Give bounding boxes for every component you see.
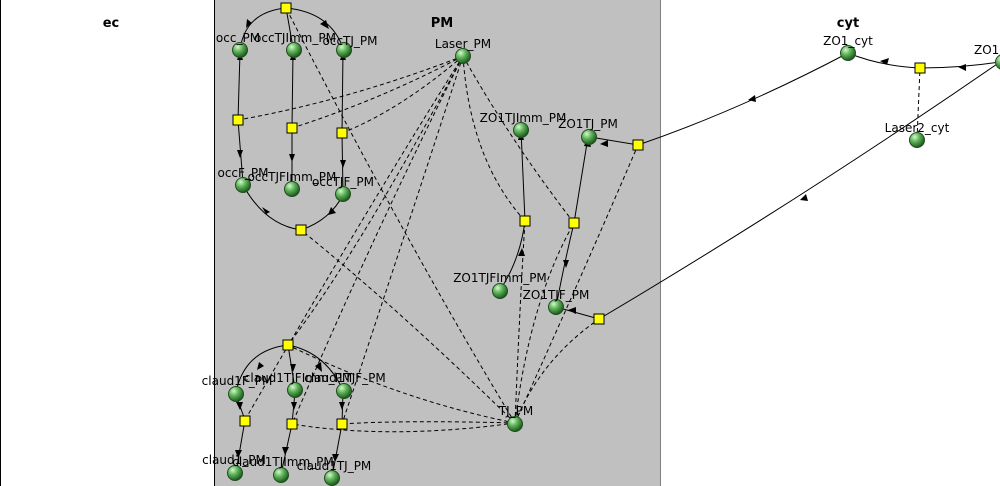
label-Laser_PM: Laser_PM [435, 37, 491, 51]
label-ZO1TJF_PM: ZO1TJF_PM [523, 288, 590, 302]
compartment-cyt[interactable] [660, 0, 1000, 486]
label-TJ_PM: TJ_PM [498, 404, 533, 418]
junction-claud-left[interactable] [239, 415, 251, 427]
species-occTJFImm_PM[interactable] [284, 181, 300, 197]
species-claud1_PM[interactable] [227, 465, 243, 481]
species-claud1TJF_PM[interactable] [336, 383, 352, 399]
label-claud1_PM: claud1_PM [202, 453, 266, 467]
junction-occ-mid[interactable] [286, 122, 298, 134]
junction-cyt[interactable] [914, 62, 926, 74]
junction-zo1-imm[interactable] [519, 215, 531, 227]
junction-claud-mid[interactable] [286, 418, 298, 430]
label-claud1TJImm_PM: claud1TJImm_PM [232, 455, 334, 469]
species-labels: occ_PM occTJImm_PM occTJ_PM occF_PM occT… [202, 31, 1000, 473]
species-claud1TJFImm_PM[interactable] [287, 382, 303, 398]
species-ZO1TJF_PM[interactable] [548, 299, 564, 315]
species-Laser_PM[interactable] [455, 48, 471, 64]
compartment-title-pm: PM [431, 16, 453, 31]
junction-occ-top[interactable] [280, 2, 292, 14]
junction-zo1-tj[interactable] [568, 217, 580, 229]
label-occTJ_PM: occTJ_PM [323, 34, 378, 48]
species-occTJF_PM[interactable] [335, 186, 351, 202]
arrowheads [235, 19, 966, 462]
label-claud1TJ_PM: claud1TJ_PM [297, 459, 372, 473]
label-claud1F_PM: claud1F_PM [202, 374, 273, 388]
compartment-ec[interactable] [0, 0, 215, 486]
compartment-title-cyt: cyt [837, 16, 859, 31]
label-ZO1TJ_PM: ZO1TJ_PM [558, 117, 618, 131]
species-ZO1_cyt[interactable] [840, 45, 856, 61]
label-occTJF_PM: occTJF_PM [312, 175, 374, 189]
junction-occ-left[interactable] [232, 114, 244, 126]
species-Laser2_cyt[interactable] [909, 132, 925, 148]
label-Laser2_cyt: Laser2_cyt [885, 121, 950, 135]
label-occTJFImm_PM: occTJFImm_PM [248, 170, 337, 184]
label-ZO1-right: ZO1 [974, 43, 999, 57]
junction-occ-right[interactable] [336, 127, 348, 139]
junction-zo1-cyt-upper[interactable] [632, 139, 644, 151]
label-claud1TJFImm_PM: claud1TJFImm_PM [244, 371, 352, 385]
label-ZO1TJImm_PM: ZO1TJImm_PM [480, 111, 567, 125]
species-occTJ_PM[interactable] [336, 42, 352, 58]
species-claud1TJImm_PM[interactable] [273, 467, 289, 483]
species-claud1F_PM[interactable] [228, 386, 244, 402]
species-ZO1TJFImm_PM[interactable] [492, 283, 508, 299]
label-occTJImm_PM: occTJImm_PM [254, 31, 336, 45]
species-occTJImm_PM[interactable] [286, 42, 302, 58]
junction-claud-top[interactable] [282, 339, 294, 351]
modifier-lines [237, 7, 921, 433]
compartment-title-ec: ec [103, 16, 120, 31]
label-occF_PM: occF_PM [217, 166, 268, 180]
species-nodes [227, 42, 1000, 486]
junction-claud-right[interactable] [336, 418, 348, 430]
species-ZO1-right[interactable] [995, 54, 1000, 70]
label-ZO1_cyt: ZO1_cyt [823, 34, 873, 48]
species-ZO1TJImm_PM[interactable] [513, 122, 529, 138]
label-ZO1TJFImm_PM: ZO1TJFImm_PM [453, 271, 547, 285]
species-TJ_PM[interactable] [507, 416, 523, 432]
compartment-pm[interactable] [214, 0, 661, 486]
species-occF_PM[interactable] [235, 177, 251, 193]
junction-zo1-cyt-lower[interactable] [593, 313, 605, 325]
reaction-junctions [232, 2, 926, 430]
label-occ_PM: occ_PM [216, 31, 260, 45]
species-occ_PM[interactable] [232, 42, 248, 58]
junction-occ-bottom[interactable] [295, 224, 307, 236]
label-claud1TJF_PM: claud1TJF_PM [304, 371, 386, 385]
species-ZO1TJ_PM[interactable] [581, 129, 597, 145]
